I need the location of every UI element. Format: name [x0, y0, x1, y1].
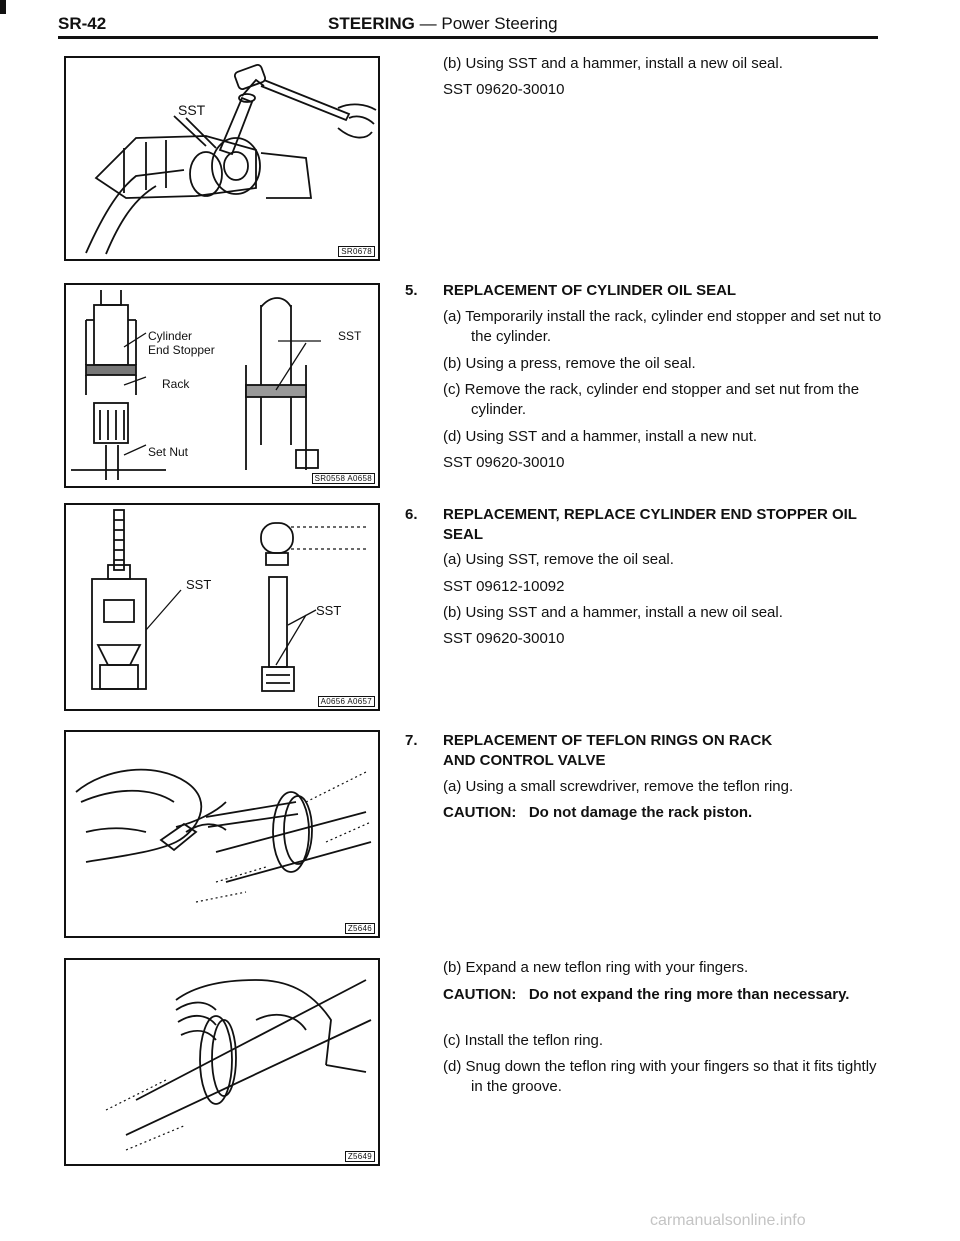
- label-sst-left: SST: [186, 577, 212, 592]
- figure-code: A0656 A0657: [317, 696, 375, 707]
- caution-text: Do not damage the rack piston.: [528, 804, 753, 821]
- section-6-sst-1: SST 09612-10092: [443, 578, 565, 595]
- hand-teflon-ring-illustration: [105, 979, 372, 1151]
- label-rack: Rack: [162, 377, 190, 391]
- section-5-step-a: (a) Temporarily install the rack, cylind…: [443, 308, 882, 345]
- figure-code: Z5646: [344, 923, 375, 934]
- section-7-caution-2: CAUTION: Do not expand the ring more tha…: [443, 985, 883, 1005]
- header-separator: —: [419, 14, 437, 33]
- section-6-step-a: (a) Using SST, remove the oil seal.: [443, 551, 674, 568]
- figure-remove-teflon-ring: Z5646: [64, 730, 380, 938]
- section-5-number: 5.: [405, 282, 418, 299]
- header-rule: [58, 36, 878, 39]
- figure-code: SR0678: [338, 246, 375, 257]
- section-5-step-c: (c) Remove the rack, cylinder end stoppe…: [443, 381, 860, 418]
- caution-label: CAUTION:: [443, 986, 517, 1003]
- section-6-sst-2: SST 09620-30010: [443, 630, 565, 647]
- section-title: STEERING: [328, 14, 415, 33]
- instructions-column: (b) Using SST and a hammer, install a ne…: [405, 0, 885, 1241]
- page-corner-mark: [0, 0, 6, 14]
- figure-end-stopper-oil-seal: SST SST A0656 A0657: [64, 503, 380, 711]
- section-7-step-a: (a) Using a small screwdriver, remove th…: [443, 778, 794, 795]
- label-cylinder: Cylinder: [148, 329, 193, 343]
- figure-install-oil-seal: SST SR0678: [64, 56, 380, 261]
- page-number: SR-42: [58, 14, 107, 33]
- step-intro-b: (b) Using SST and a hammer, install a ne…: [443, 55, 783, 72]
- label-sst-right: SST: [316, 603, 342, 618]
- figure-cylinder-oil-seal: Cylinder End Stopper Rack Set Nut SST SR…: [64, 283, 380, 488]
- section-5-step-b: (b) Using a press, remove the oil seal.: [443, 355, 696, 372]
- section-6-title: REPLACEMENT, REPLACE CYLINDER END STOPPE…: [443, 506, 857, 543]
- label-sst: SST: [338, 329, 362, 343]
- label-set-nut: Set Nut: [148, 445, 189, 459]
- subsection-title: Power Steering: [441, 14, 558, 33]
- section-5-step-d: (d) Using SST and a hammer, install a ne…: [443, 428, 758, 445]
- section-5-sst: SST 09620-30010: [443, 454, 565, 471]
- section-6-number: 6.: [405, 506, 418, 523]
- label-sst: SST: [178, 102, 206, 118]
- figure-code: Z5649: [344, 1151, 375, 1162]
- page-header: SR-42 STEERING — Power Steering: [58, 14, 878, 38]
- figure-install-teflon-ring: Z5649: [64, 958, 380, 1166]
- section-5-title: REPLACEMENT OF CYLINDER OIL SEAL: [443, 282, 737, 299]
- figure-code: SR0558 A0658: [311, 473, 375, 484]
- screwdriver-teflon-ring-illustration: [75, 768, 372, 903]
- section-7-step-c: (c) Install the teflon ring.: [443, 1032, 604, 1049]
- watermark-site: carmanualsonline.info: [650, 1212, 806, 1229]
- step-intro-sst: SST 09620-30010: [443, 81, 565, 98]
- label-end-stopper: End Stopper: [148, 343, 215, 357]
- running-head: STEERING — Power Steering: [328, 14, 558, 34]
- caution-text: Do not expand the ring more than necessa…: [528, 986, 850, 1003]
- section-7-number: 7.: [405, 732, 418, 749]
- section-7-step-d: (d) Snug down the teflon ring with your …: [443, 1058, 877, 1095]
- section-6-step-b: (b) Using SST and a hammer, install a ne…: [443, 604, 783, 621]
- section-7-title: REPLACEMENT OF TEFLON RINGS ON RACK AND …: [443, 732, 773, 769]
- section-7-caution-1: CAUTION: Do not damage the rack piston.: [443, 803, 883, 823]
- section-7-step-b: (b) Expand a new teflon ring with your f…: [443, 959, 749, 976]
- cylinder-section-illustration: [71, 290, 321, 480]
- caution-label: CAUTION:: [443, 804, 517, 821]
- sst-tools-illustration: [91, 509, 366, 692]
- hammer-sst-illustration: [85, 63, 377, 255]
